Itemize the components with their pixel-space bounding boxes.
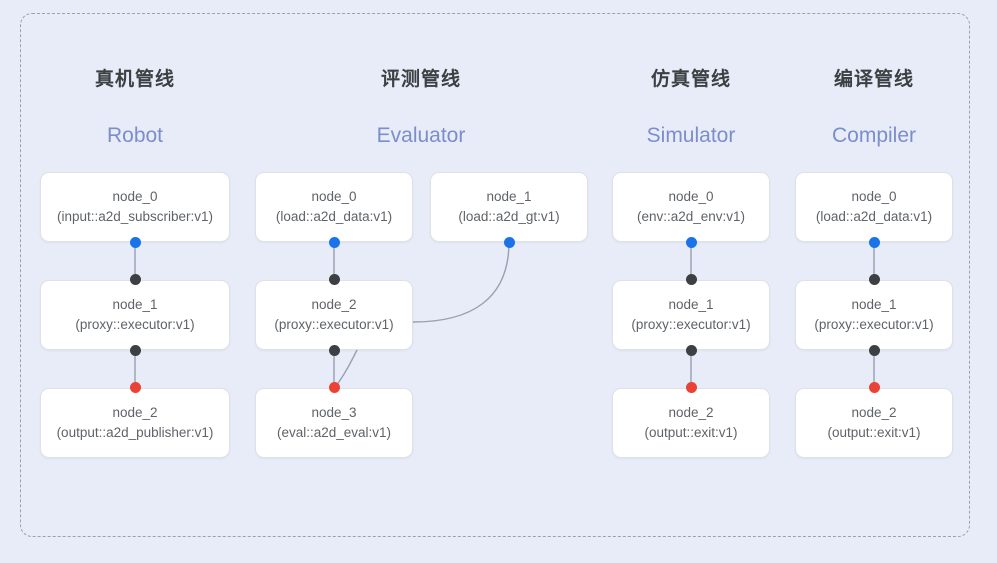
node-name-label: node_2: [112, 405, 158, 420]
node-name-label: node_0: [851, 189, 897, 204]
column-title-cn-simulator: 仿真管线: [650, 69, 731, 90]
column-title-cn-compiler: 编译管线: [833, 69, 914, 90]
node-name-label: node_1: [668, 297, 714, 312]
node-spec-label: (load::a2d_data:v1): [275, 209, 393, 224]
node-name-label: node_2: [311, 297, 357, 312]
node-box-sim-node-2[interactable]: node_2(output::exit:v1): [612, 388, 770, 458]
node-box-sim-node-0[interactable]: node_0(env::a2d_env:v1): [612, 172, 770, 242]
port-dot-output-comp-p2[interactable]: [868, 344, 880, 356]
column-title-cn-robot: 真机管线: [94, 69, 175, 90]
port-dot-input-robot-p1[interactable]: [129, 273, 141, 285]
node-box-eval-node-2[interactable]: node_2(proxy::executor:v1): [255, 280, 413, 350]
node-box-sim-node-1[interactable]: node_1(proxy::executor:v1): [612, 280, 770, 350]
node-spec-label: (proxy::executor:v1): [814, 317, 934, 332]
node-box-comp-node-1[interactable]: node_1(proxy::executor:v1): [795, 280, 953, 350]
port-dot-output-comp-p0[interactable]: [868, 236, 880, 248]
node-spec-label: (env::a2d_env:v1): [636, 209, 746, 224]
column-title-en-compiler: Compiler: [831, 124, 917, 147]
node-spec-label: (eval::a2d_eval:v1): [276, 425, 392, 440]
node-box-comp-node-2[interactable]: node_2(output::exit:v1): [795, 388, 953, 458]
node-name-label: node_3: [311, 405, 357, 420]
port-dot-output-robot-p2[interactable]: [129, 344, 141, 356]
node-name-label: node_1: [486, 189, 532, 204]
node-name-label: node_0: [112, 189, 158, 204]
port-dot-terminal-comp-p3[interactable]: [868, 381, 880, 393]
node-spec-label: (input::a2d_subscriber:v1): [56, 209, 214, 224]
column-title-en-simulator: Simulator: [646, 124, 736, 147]
port-dot-terminal-sim-p3[interactable]: [685, 381, 697, 393]
node-name-label: node_2: [668, 405, 714, 420]
node-spec-label: (proxy::executor:v1): [631, 317, 751, 332]
port-dot-output-eval-p0[interactable]: [328, 236, 340, 248]
node-spec-label: (load::a2d_gt:v1): [458, 209, 560, 224]
node-box-robot-node-2[interactable]: node_2(output::a2d_publisher:v1): [40, 388, 230, 458]
node-name-label: node_0: [668, 189, 714, 204]
port-dot-output-robot-p0[interactable]: [129, 236, 141, 248]
node-box-robot-node-1[interactable]: node_1(proxy::executor:v1): [40, 280, 230, 350]
dashed-outer-frame: [20, 13, 970, 537]
port-dot-input-comp-p1[interactable]: [868, 273, 880, 285]
node-spec-label: (load::a2d_data:v1): [815, 209, 933, 224]
port-dot-output-eval-p3[interactable]: [328, 344, 340, 356]
port-dot-input-sim-p1[interactable]: [685, 273, 697, 285]
port-dot-output-sim-p2[interactable]: [685, 344, 697, 356]
port-dot-output-sim-p0[interactable]: [685, 236, 697, 248]
node-box-eval-node-1[interactable]: node_1(load::a2d_gt:v1): [430, 172, 588, 242]
column-title-en-evaluator: Evaluator: [376, 124, 466, 147]
node-spec-label: (proxy::executor:v1): [274, 317, 394, 332]
node-box-comp-node-0[interactable]: node_0(load::a2d_data:v1): [795, 172, 953, 242]
node-name-label: node_1: [112, 297, 158, 312]
port-dot-terminal-robot-p3[interactable]: [129, 381, 141, 393]
port-dot-terminal-eval-p4[interactable]: [328, 381, 340, 393]
node-name-label: node_0: [311, 189, 357, 204]
node-name-label: node_2: [851, 405, 897, 420]
node-name-label: node_1: [851, 297, 897, 312]
node-spec-label: (output::exit:v1): [827, 425, 921, 440]
node-spec-label: (output::a2d_publisher:v1): [56, 425, 214, 440]
node-box-robot-node-0[interactable]: node_0(input::a2d_subscriber:v1): [40, 172, 230, 242]
port-dot-input-eval-p2[interactable]: [328, 273, 340, 285]
port-dot-output-eval-p1[interactable]: [503, 236, 515, 248]
node-spec-label: (output::exit:v1): [644, 425, 738, 440]
node-spec-label: (proxy::executor:v1): [75, 317, 195, 332]
column-title-en-robot: Robot: [106, 124, 164, 147]
column-title-cn-evaluator: 评测管线: [380, 69, 461, 90]
node-box-eval-node-0[interactable]: node_0(load::a2d_data:v1): [255, 172, 413, 242]
node-box-eval-node-3[interactable]: node_3(eval::a2d_eval:v1): [255, 388, 413, 458]
